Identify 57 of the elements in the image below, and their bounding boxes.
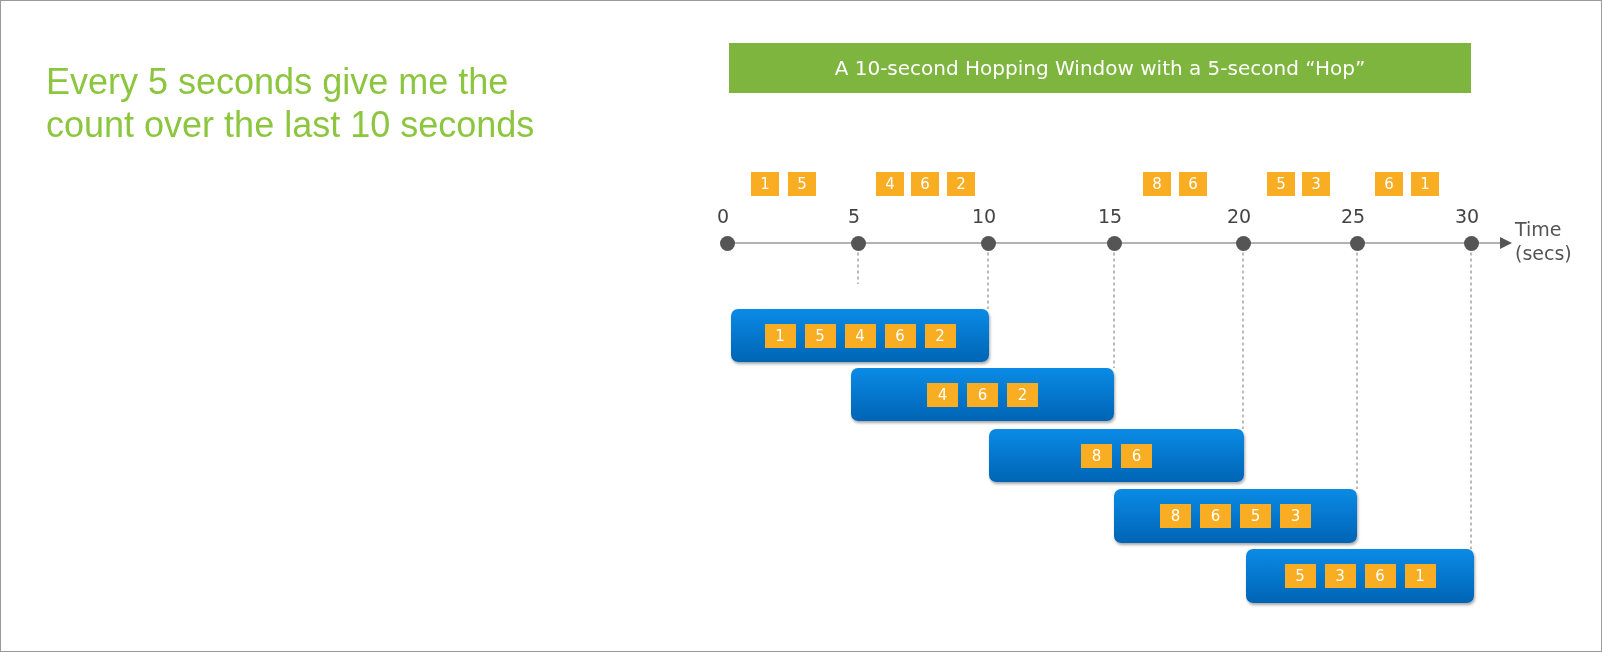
event-box: 5 — [1284, 564, 1316, 588]
event-box: 4 — [927, 382, 958, 407]
event-box: 2 — [1007, 382, 1038, 407]
timeline-dot — [980, 235, 996, 251]
window-bar — [989, 429, 1244, 482]
timeline-dot — [1235, 235, 1251, 251]
timeline-dot — [1463, 235, 1479, 251]
event-box: 1 — [1411, 172, 1439, 196]
event-box: 4 — [876, 172, 904, 196]
event-box: 4 — [844, 323, 876, 348]
dashed-connector — [857, 252, 859, 285]
timeline-dot — [1106, 235, 1122, 251]
dashed-connector — [1113, 252, 1115, 369]
event-box: 6 — [967, 382, 998, 407]
event-box: 8 — [1081, 443, 1112, 468]
event-box: 6 — [1375, 172, 1403, 196]
event-box: 5 — [1267, 172, 1295, 196]
event-box: 3 — [1280, 504, 1311, 528]
event-box: 1 — [751, 172, 779, 196]
timeline-dot — [719, 235, 735, 251]
event-box: 6 — [1179, 172, 1207, 196]
event-box: 3 — [1324, 564, 1356, 588]
event-box: 2 — [947, 172, 975, 196]
dashed-connector — [1242, 252, 1244, 430]
event-box: 6 — [1364, 564, 1396, 588]
tick-label: 10 — [970, 205, 998, 227]
dashed-connector — [987, 252, 989, 310]
event-box: 5 — [788, 172, 816, 196]
tick-label: 25 — [1339, 205, 1367, 227]
event-box: 8 — [1143, 172, 1171, 196]
event-box: 5 — [1240, 504, 1271, 528]
dashed-connector — [1470, 252, 1472, 550]
event-box: 5 — [804, 323, 836, 348]
window-bar — [1114, 489, 1357, 543]
title-banner: A 10-second Hopping Window with a 5-second “Hop” — [729, 43, 1471, 93]
event-box: 8 — [1160, 504, 1191, 528]
event-box: 6 — [1121, 443, 1152, 468]
window-bar — [851, 368, 1114, 421]
timeline-dot — [850, 235, 866, 251]
tick-label: 30 — [1453, 205, 1481, 227]
heading-text: Every 5 seconds give me the count over the last 10 seconds — [46, 60, 536, 147]
event-box: 6 — [884, 323, 916, 348]
event-box: 6 — [1200, 504, 1231, 528]
event-box: 2 — [924, 323, 956, 348]
event-box: 1 — [1404, 564, 1436, 588]
axis-label: Time (secs) — [1515, 218, 1573, 266]
window-bar — [1246, 549, 1474, 603]
dashed-connector — [1356, 252, 1358, 490]
event-box: 1 — [764, 323, 796, 348]
tick-label: 20 — [1225, 205, 1253, 227]
window-bar — [731, 309, 989, 362]
tick-label: 5 — [846, 205, 862, 227]
tick-label: 0 — [715, 205, 731, 227]
event-box: 3 — [1302, 172, 1330, 196]
timeline-dot — [1349, 235, 1365, 251]
tick-label: 15 — [1096, 205, 1124, 227]
event-box: 6 — [911, 172, 939, 196]
